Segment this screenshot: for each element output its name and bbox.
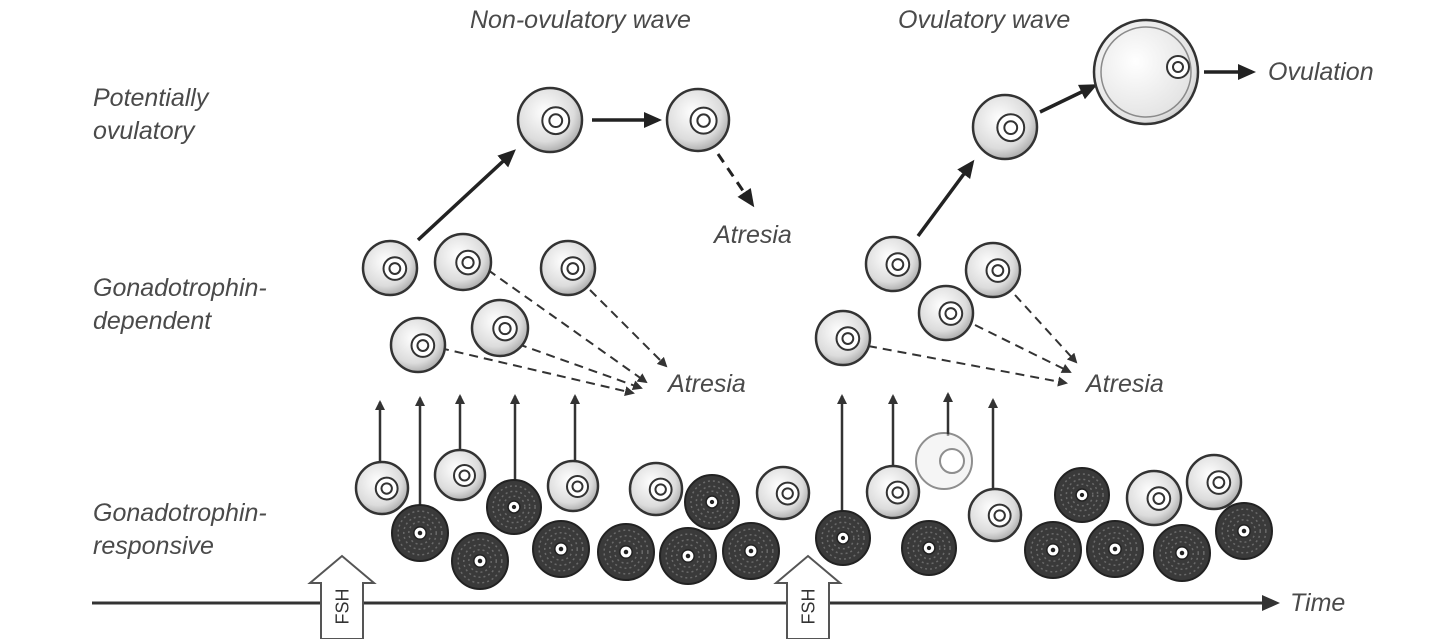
dark-follicle-icon: [1024, 521, 1082, 579]
follicle-icon: [546, 459, 600, 513]
follicle-icon: [470, 298, 530, 358]
follicle-icon: [361, 239, 419, 297]
dark-follicle-icon: [815, 510, 871, 566]
row-label-line: Gonadotrophin-: [93, 499, 267, 527]
row-label-line: Gonadotrophin-: [93, 274, 267, 302]
follicle-icon: [433, 232, 493, 292]
fsh-label-left: FSH: [332, 588, 353, 625]
atresia-label-left: Atresia: [668, 370, 746, 398]
fsh-arrow-icon: [307, 554, 377, 639]
row-label-line: ovulatory: [93, 117, 195, 145]
ovulation-label: Ovulation: [1268, 58, 1374, 86]
preovulatory-follicle-icon: [1092, 18, 1200, 126]
follicle-icon: [539, 239, 597, 297]
dark-follicle-icon: [532, 520, 590, 578]
row-label-gonadotrophin-dependent: Gonadotrophin- dependent: [93, 272, 267, 338]
follicle-icon: [755, 465, 811, 521]
follicle-icon: [516, 86, 584, 154]
dark-follicle-icon: [684, 474, 740, 530]
dark-follicle-icon: [722, 522, 780, 580]
follicle-icon: [433, 448, 487, 502]
row-label-gonadotrophin-responsive: Gonadotrophin- responsive: [93, 497, 267, 563]
follicle-icon: [354, 460, 410, 516]
follicle-icon: [814, 309, 872, 367]
dark-follicle-icon: [659, 527, 717, 585]
dark-follicle-icon: [1086, 520, 1144, 578]
follicle-layer: [354, 18, 1273, 590]
atresia-label-right: Atresia: [1086, 370, 1164, 398]
dark-follicle-icon: [451, 532, 509, 590]
row-label-line: dependent: [93, 307, 212, 335]
fsh-label-right: FSH: [798, 588, 819, 625]
follicle-icon: [665, 87, 731, 153]
dark-follicle-icon: [391, 504, 449, 562]
dark-follicle-icon: [597, 523, 655, 581]
follicle-icon: [389, 316, 447, 374]
non-ovulatory-wave-title: Non-ovulatory wave: [470, 6, 691, 34]
fsh-arrow-icon: [773, 554, 843, 639]
follicle-icon: [1185, 453, 1243, 511]
follicle-icon: [1125, 469, 1183, 527]
follicle-icon: [971, 93, 1039, 161]
row-label-potentially-ovulatory: Potentially ovulatory: [93, 82, 208, 148]
follicle-icon: [865, 464, 921, 520]
ovulatory-wave-title: Ovulatory wave: [898, 6, 1071, 34]
progression-arrows: [416, 64, 1256, 242]
follicle-icon: [964, 241, 1022, 299]
time-axis-arrowhead: [1262, 595, 1280, 611]
follicle-icon: [864, 235, 922, 293]
atresia-dashed-arrow-top: [716, 153, 755, 208]
dark-follicle-icon: [901, 520, 957, 576]
row-label-line: responsive: [93, 532, 214, 560]
row-label-line: Potentially: [93, 84, 209, 112]
follicle-icon: [967, 487, 1023, 543]
dark-follicle-icon: [1215, 502, 1273, 560]
atresia-label-top: Atresia: [714, 221, 792, 249]
atresia-dashed-arrows: [439, 269, 1078, 397]
dark-follicle-icon: [486, 479, 542, 535]
follicle-icon: [917, 284, 975, 342]
faded-follicle-icon: [915, 432, 973, 490]
follicle-icon: [628, 461, 684, 517]
dark-follicle-icon: [1054, 467, 1110, 523]
time-axis-label: Time: [1290, 589, 1346, 617]
dark-follicle-icon: [1153, 524, 1211, 582]
recruitment-arrows: [375, 392, 998, 514]
